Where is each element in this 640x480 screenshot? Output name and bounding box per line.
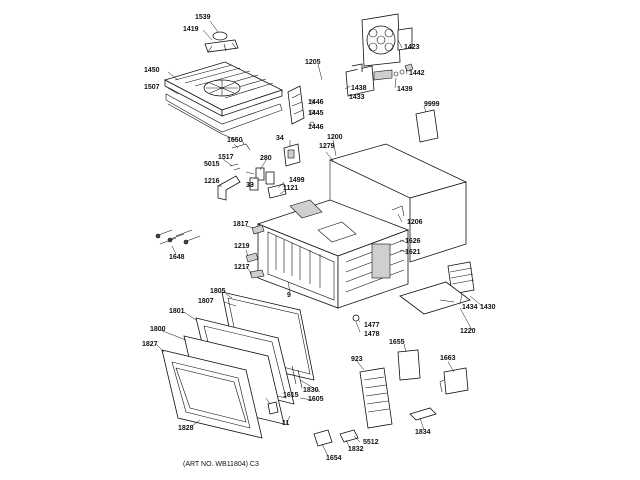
part-label-9: 9 [287,292,291,299]
outer-case-1200 [328,143,468,263]
part-label-1830: 1830 [303,387,319,394]
part-label-1807: 1807 [198,298,214,305]
main-cavity [256,199,410,309]
part-label-1434: 1434 [462,304,478,311]
part-label-1446a: 1446 [308,99,324,106]
magnetron-1430 [447,261,475,295]
part-label-1805: 1805 [210,288,226,295]
part-label-5015: 5015 [204,161,220,168]
part-label-1442: 1442 [409,70,425,77]
part-label-1220: 1220 [460,328,476,335]
part-label-1423: 1423 [404,44,420,51]
switch-bracket-34 [283,143,301,167]
part-label-1499: 1499 [289,177,305,184]
frame-1507 [165,93,283,141]
part-label-1834: 1834 [415,429,431,436]
damper-1205 [287,85,315,127]
part-label-1800: 1800 [150,326,166,333]
part-label-1478: 1478 [364,331,380,338]
control-panel-923 [359,367,393,429]
part-label-1827: 1827 [142,341,158,348]
transformer-1433 [345,63,405,97]
part-label-1801: 1801 [169,308,185,315]
manual-9999 [415,109,439,143]
part-label-1648: 1648 [169,254,185,261]
part-label-1507: 1507 [144,84,160,91]
part-label-1828: 1828 [178,425,194,432]
part-label-1615: 1615 [283,392,299,399]
part-label-1446b: 1446 [308,124,324,131]
stirrer-motor-1539 [204,31,239,53]
part-label-1650: 1650 [227,137,243,144]
part-label-1539: 1539 [195,14,211,21]
part-label-1477: 1477 [364,322,380,329]
part-label-11: 11 [282,420,290,427]
part-label-1419: 1419 [183,26,199,33]
hardware-1648 [155,229,201,245]
part-label-1450: 1450 [144,67,160,74]
part-label-1832: 1832 [348,446,364,453]
part-label-1621: 1621 [405,249,421,256]
part-label-1439: 1439 [397,86,413,93]
part-label-1205: 1205 [305,59,321,66]
part-label-1817: 1817 [233,221,249,228]
art-number-caption: (ART NO. WB11804) C3 [183,461,259,468]
part-label-1655: 1655 [389,339,405,346]
part-label-1219: 1219 [234,243,250,250]
part-label-1438: 1438 [351,85,367,92]
part-label-1200: 1200 [327,134,343,141]
part-label-1216: 1216 [204,178,220,185]
part-label-1430: 1430 [480,304,496,311]
part-label-1626: 1626 [405,238,421,245]
part-label-1663: 1663 [440,355,456,362]
part-label-9999: 9999 [424,101,440,108]
part-label-1517: 1517 [218,154,234,161]
part-label-1445: 1445 [308,110,324,117]
part-label-1605: 1605 [308,396,324,403]
part-label-1654: 1654 [326,455,342,462]
part-label-923: 923 [351,356,363,363]
part-label-1121: 1121 [283,185,299,192]
part-label-33: 33 [246,182,254,189]
part-label-280: 280 [260,155,272,162]
part-label-34: 34 [276,135,284,142]
grill-rack-1450 [163,61,284,117]
part-label-1217: 1217 [234,264,250,271]
transformer-1663 [439,367,469,395]
part-label-1206: 1206 [407,219,423,226]
door-outer-1800 [161,349,263,439]
part-label-1279: 1279 [319,143,335,150]
part-label-5512: 5512 [363,439,379,446]
fan-assembly-1423 [361,13,413,67]
part-label-1433: 1433 [349,94,365,101]
